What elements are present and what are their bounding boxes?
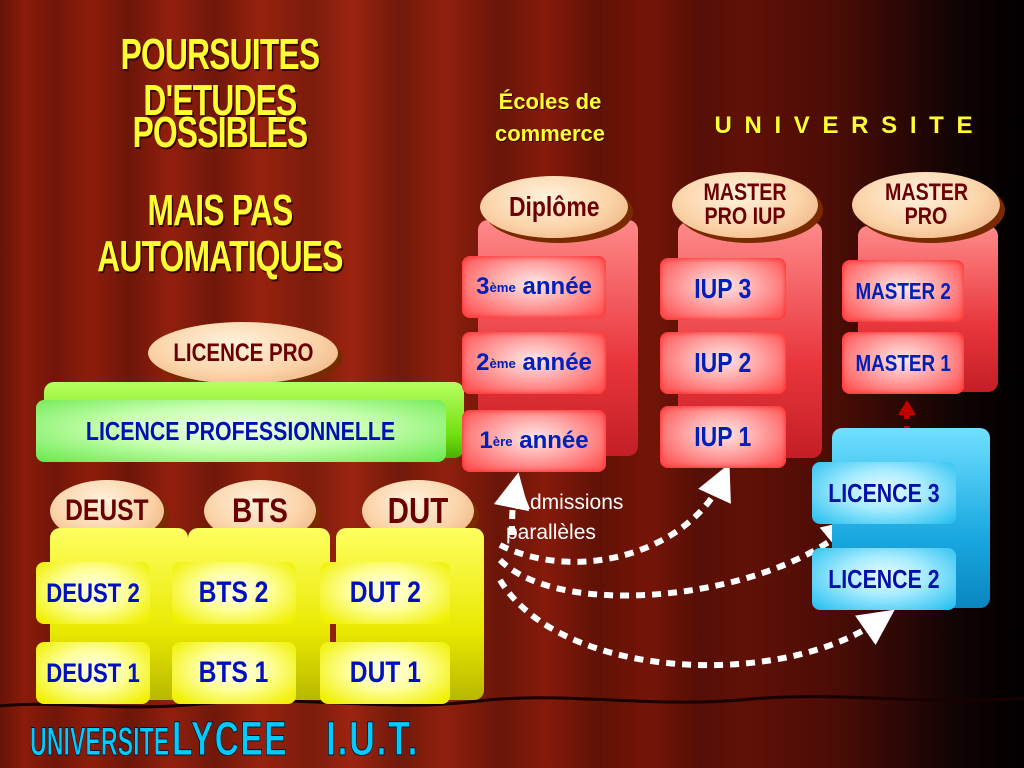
- annee3-text: année: [515, 273, 592, 300]
- iup2-label: IUP 2: [694, 347, 752, 378]
- iup1-block: IUP 1: [660, 406, 786, 468]
- admissions-label: Admissions parallèles: [506, 488, 624, 548]
- iup3-label: IUP 3: [694, 273, 752, 304]
- licence3-label: LICENCE 3: [828, 477, 940, 508]
- footer-lycee: LYCEE: [172, 713, 288, 767]
- annee3-num: 3: [476, 273, 490, 300]
- deust-label: DEUST: [65, 494, 149, 527]
- admissions-line-1: Admissions: [516, 491, 624, 514]
- master1-block: MASTER 1: [842, 332, 964, 394]
- licence-professionnelle-label: LICENCE PROFESSIONNELLE: [86, 415, 396, 446]
- arrow-to-licence3: [497, 518, 859, 599]
- annee2-num: 2: [476, 349, 490, 376]
- licence3-block: LICENCE 3: [812, 462, 956, 524]
- master2-block: MASTER 2: [842, 260, 964, 322]
- annee2-sup: ème: [489, 355, 516, 371]
- iup1-label: IUP 1: [694, 421, 752, 452]
- bts2-label: BTS 2: [199, 576, 269, 609]
- master-pro-oval: MASTER PRO: [852, 172, 1000, 238]
- annee1-text: année: [512, 427, 589, 454]
- admissions-line-2: parallèles: [506, 521, 596, 544]
- dut2-label: DUT 2: [349, 576, 421, 609]
- annee1-num: 1: [479, 427, 493, 454]
- master-pro-iup-label: MASTER PRO IUP: [703, 179, 787, 230]
- deust1-label: DEUST 1: [46, 657, 140, 688]
- title-line-1: POURSUITES D'ETUDES: [120, 30, 320, 125]
- master-pro-label: MASTER PRO: [885, 179, 969, 230]
- ecoles-header: Écoles de commerce: [494, 89, 606, 146]
- arrow-to-licence2: [497, 578, 895, 669]
- footer-universite: UNIVERSITE: [30, 720, 170, 765]
- title-line-3: MAIS PAS AUTOMATIQUES: [97, 186, 343, 281]
- universite-header: U N I V E R S I T E: [714, 112, 976, 139]
- diplome-oval: Diplôme: [480, 176, 628, 238]
- dut-label: DUT: [387, 490, 449, 531]
- annee2-text: année: [515, 349, 592, 376]
- iup3-block: IUP 3: [660, 258, 786, 320]
- arrow-to-iup: [498, 463, 731, 565]
- licence-pro-label: LICENCE PRO: [172, 338, 314, 367]
- licence2-label: LICENCE 2: [828, 563, 940, 594]
- dut2-block: DUT 2: [320, 562, 450, 624]
- master2-label: MASTER 2: [855, 277, 951, 304]
- iup2-block: IUP 2: [660, 332, 786, 394]
- ground-line: [0, 695, 1024, 709]
- title-line-2: POSSIBLES: [132, 108, 309, 157]
- diplome-label: Diplôme: [508, 191, 600, 222]
- bts-label: BTS: [232, 492, 288, 530]
- bts2-block: BTS 2: [172, 562, 296, 624]
- dut1-block: DUT 1: [320, 642, 450, 704]
- deust1-block: DEUST 1: [36, 642, 150, 704]
- licence-professionnelle-block: LICENCE PROFESSIONNELLE: [36, 400, 446, 462]
- arrow-to-ecoles: [493, 472, 530, 536]
- annee3-sup: ème: [489, 279, 516, 295]
- dut1-label: DUT 1: [349, 656, 421, 689]
- bts1-block: BTS 1: [172, 642, 296, 704]
- master1-label: MASTER 1: [855, 349, 951, 376]
- arrowhead-master1: [898, 400, 916, 415]
- bts1-label: BTS 1: [199, 656, 269, 689]
- deust2-block: DEUST 2: [36, 562, 150, 624]
- master-pro-iup-oval: MASTER PRO IUP: [672, 172, 818, 238]
- licence2-block: LICENCE 2: [812, 548, 956, 610]
- deust2-label: DEUST 2: [46, 577, 140, 608]
- licence-pro-oval: LICENCE PRO: [148, 322, 338, 384]
- annee1-sup: ère: [492, 433, 513, 449]
- footer-iut: I.U.T.: [326, 713, 420, 767]
